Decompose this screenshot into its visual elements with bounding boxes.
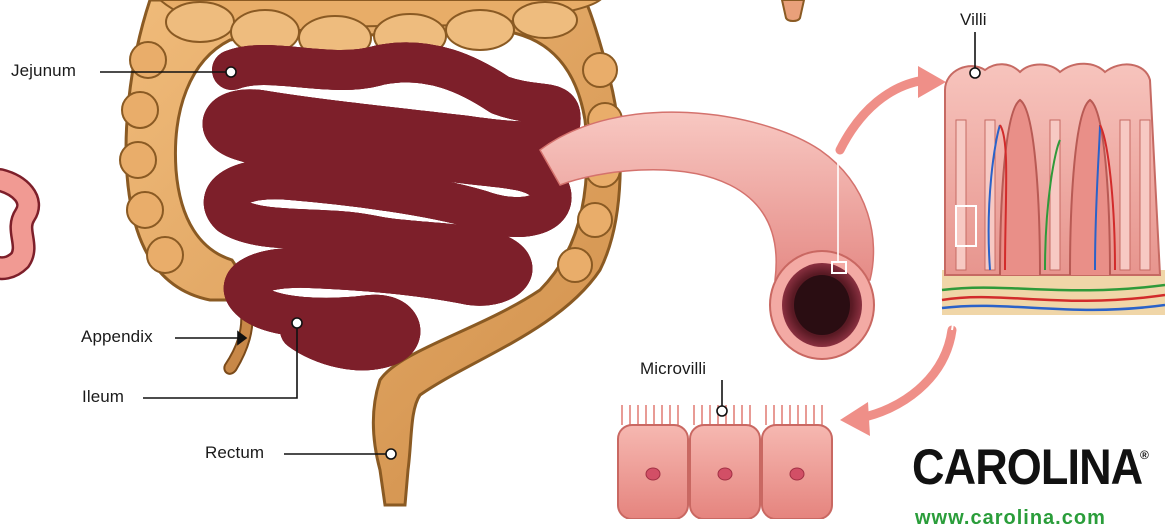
label-microvilli: Microvilli [640, 359, 706, 379]
label-appendix: Appendix [81, 327, 153, 347]
label-rectum: Rectum [205, 443, 264, 463]
side-intestine-fragment [0, 180, 28, 268]
villi-section [942, 64, 1165, 315]
carolina-logo: CAROLINA [912, 442, 1142, 492]
registered-mark: ® [1140, 448, 1149, 462]
label-villi: Villi [960, 10, 987, 30]
label-ileum: Ileum [82, 387, 124, 407]
arrow-to-villi [840, 66, 946, 150]
label-jejunum: Jejunum [11, 61, 76, 81]
microvilli-cells [618, 405, 832, 519]
digestive-diagram: Jejunum Appendix Ileum Rectum Villi Micr… [0, 0, 1165, 519]
